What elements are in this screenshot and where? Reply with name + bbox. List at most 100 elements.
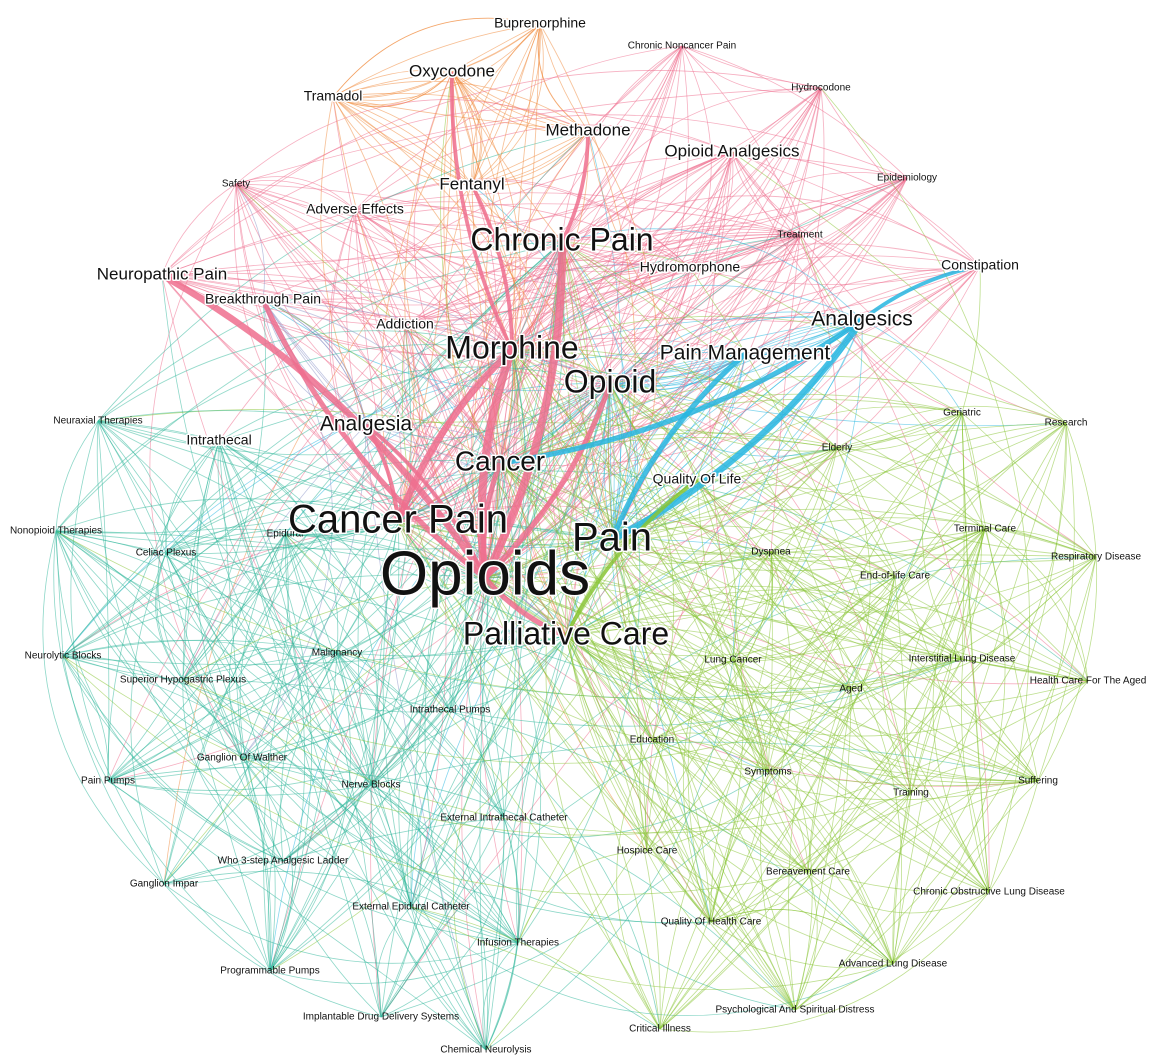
network-edge [485, 942, 519, 1051]
hub-spoke-edge [397, 349, 513, 523]
network-edge [732, 575, 896, 661]
network-edge [984, 528, 1089, 682]
hub-spoke-edge [484, 45, 683, 579]
hub-spoke-edge [62, 574, 486, 657]
network-edge [241, 757, 519, 944]
hub-spoke-edge [499, 241, 563, 464]
weighted-edge [160, 272, 488, 580]
hub-spoke-edge [235, 183, 501, 464]
network-edge [262, 299, 367, 426]
hub-spoke-edge [609, 383, 1097, 558]
node-label-hydrocodone: Hydrocodone [791, 83, 851, 94]
network-edge [710, 575, 896, 923]
network-edge [130, 552, 167, 885]
network-edge [449, 709, 661, 1030]
network-edge [659, 479, 744, 1030]
network-edge [770, 422, 1067, 553]
network-edge [565, 265, 981, 637]
hub-spoke-edge [451, 71, 563, 243]
node-label-chronic-noncancer-pain: Chronic Noncancer Pain [628, 41, 736, 52]
node-label-epidemiology: Epidemiology [877, 173, 937, 184]
network-edge [163, 870, 519, 944]
node-label-health-care-for-the-aged: Health Care For The Aged [1030, 676, 1147, 687]
network-edge [410, 906, 894, 990]
weighted-edge [364, 424, 400, 523]
hub-spoke-edge [241, 635, 567, 759]
network-edge [155, 552, 184, 681]
hub-spoke-edge [561, 195, 981, 267]
network-edge [107, 533, 286, 782]
network-edge [163, 883, 519, 964]
hub-spoke-edge [55, 498, 399, 532]
hub-spoke-edge [511, 349, 746, 375]
hub-spoke-edge [511, 23, 541, 351]
hub-spoke-edge [62, 635, 567, 666]
node-label-chronic-obstructive-lung-disease: Chronic Obstructive Lung Disease [913, 887, 1065, 898]
network-edge [404, 234, 801, 326]
node-label-pain-pumps: Pain Pumps [81, 776, 135, 787]
network-edge [161, 267, 691, 327]
network-edge [894, 575, 912, 794]
hub-spoke-edge [235, 183, 567, 637]
network-edge [55, 530, 852, 701]
network-edge [683, 551, 772, 923]
hub-spoke-edge [107, 383, 611, 782]
network-edge [961, 528, 990, 893]
hub-spoke-edge [609, 383, 896, 577]
node-label-nonopioid-therapies: Nonopioid Therapies [10, 526, 102, 537]
network-edge [731, 151, 801, 236]
network-edge [892, 528, 986, 965]
weighted-edge [560, 130, 590, 243]
network-edge [354, 201, 691, 269]
network-edge [794, 556, 1097, 1011]
network-edge [413, 71, 501, 464]
node-label-cancer: Cancer [455, 445, 545, 476]
node-label-geriatric: Geriatric [943, 408, 981, 419]
hub-spoke-edge [565, 635, 661, 1030]
network-edge [651, 739, 1039, 786]
node-label-superior-hypogastric-plexus: Superior Hypogastric Plexus [120, 675, 246, 686]
hub-spoke-edge [499, 462, 1039, 782]
network-edge [731, 151, 981, 271]
hub-spoke-edge [499, 375, 1067, 464]
node-label-analgesics: Analgesics [811, 308, 913, 331]
hub-spoke-edge [565, 589, 1089, 682]
network-edge [696, 479, 852, 690]
network-edge [659, 556, 1097, 1030]
network-edge [681, 45, 822, 93]
node-label-respiratory-disease: Respiratory Disease [1051, 552, 1141, 563]
network-edge [55, 530, 338, 654]
network-edge [561, 177, 908, 243]
network-edge [157, 440, 220, 681]
network-edge [62, 655, 284, 862]
network-edge [499, 87, 822, 464]
weighted-edge [260, 298, 487, 581]
weighted-edge [483, 383, 613, 580]
network-edge [217, 440, 338, 654]
network-edge [565, 635, 653, 741]
network-edge [182, 679, 284, 862]
node-label-pain: Pain [572, 516, 652, 560]
hub-spoke-edge [587, 130, 658, 541]
hub-spoke-edge [609, 267, 691, 385]
network-edge [515, 241, 653, 741]
network-edge [410, 906, 894, 1016]
network-edge [404, 267, 691, 326]
node-label-dyspnea: Dyspnea [751, 547, 791, 558]
hub-spoke-edge [609, 87, 822, 385]
hub-spoke-edge [404, 241, 563, 326]
node-label-training: Training [893, 788, 929, 799]
hub-spoke-edge [397, 353, 746, 523]
network-edge [850, 658, 963, 690]
hub-spoke-edge [107, 635, 567, 791]
hub-spoke-edge [565, 627, 852, 690]
network-edge [161, 274, 501, 464]
network-edge [365, 424, 487, 1051]
network-edge [484, 45, 689, 579]
hub-spoke-edge [404, 71, 486, 579]
network-edge [471, 23, 544, 186]
weighted-edge [499, 317, 864, 466]
weighted-edge [481, 462, 503, 579]
weighted-edge [483, 576, 567, 639]
hub-spoke-edge [97, 420, 567, 637]
